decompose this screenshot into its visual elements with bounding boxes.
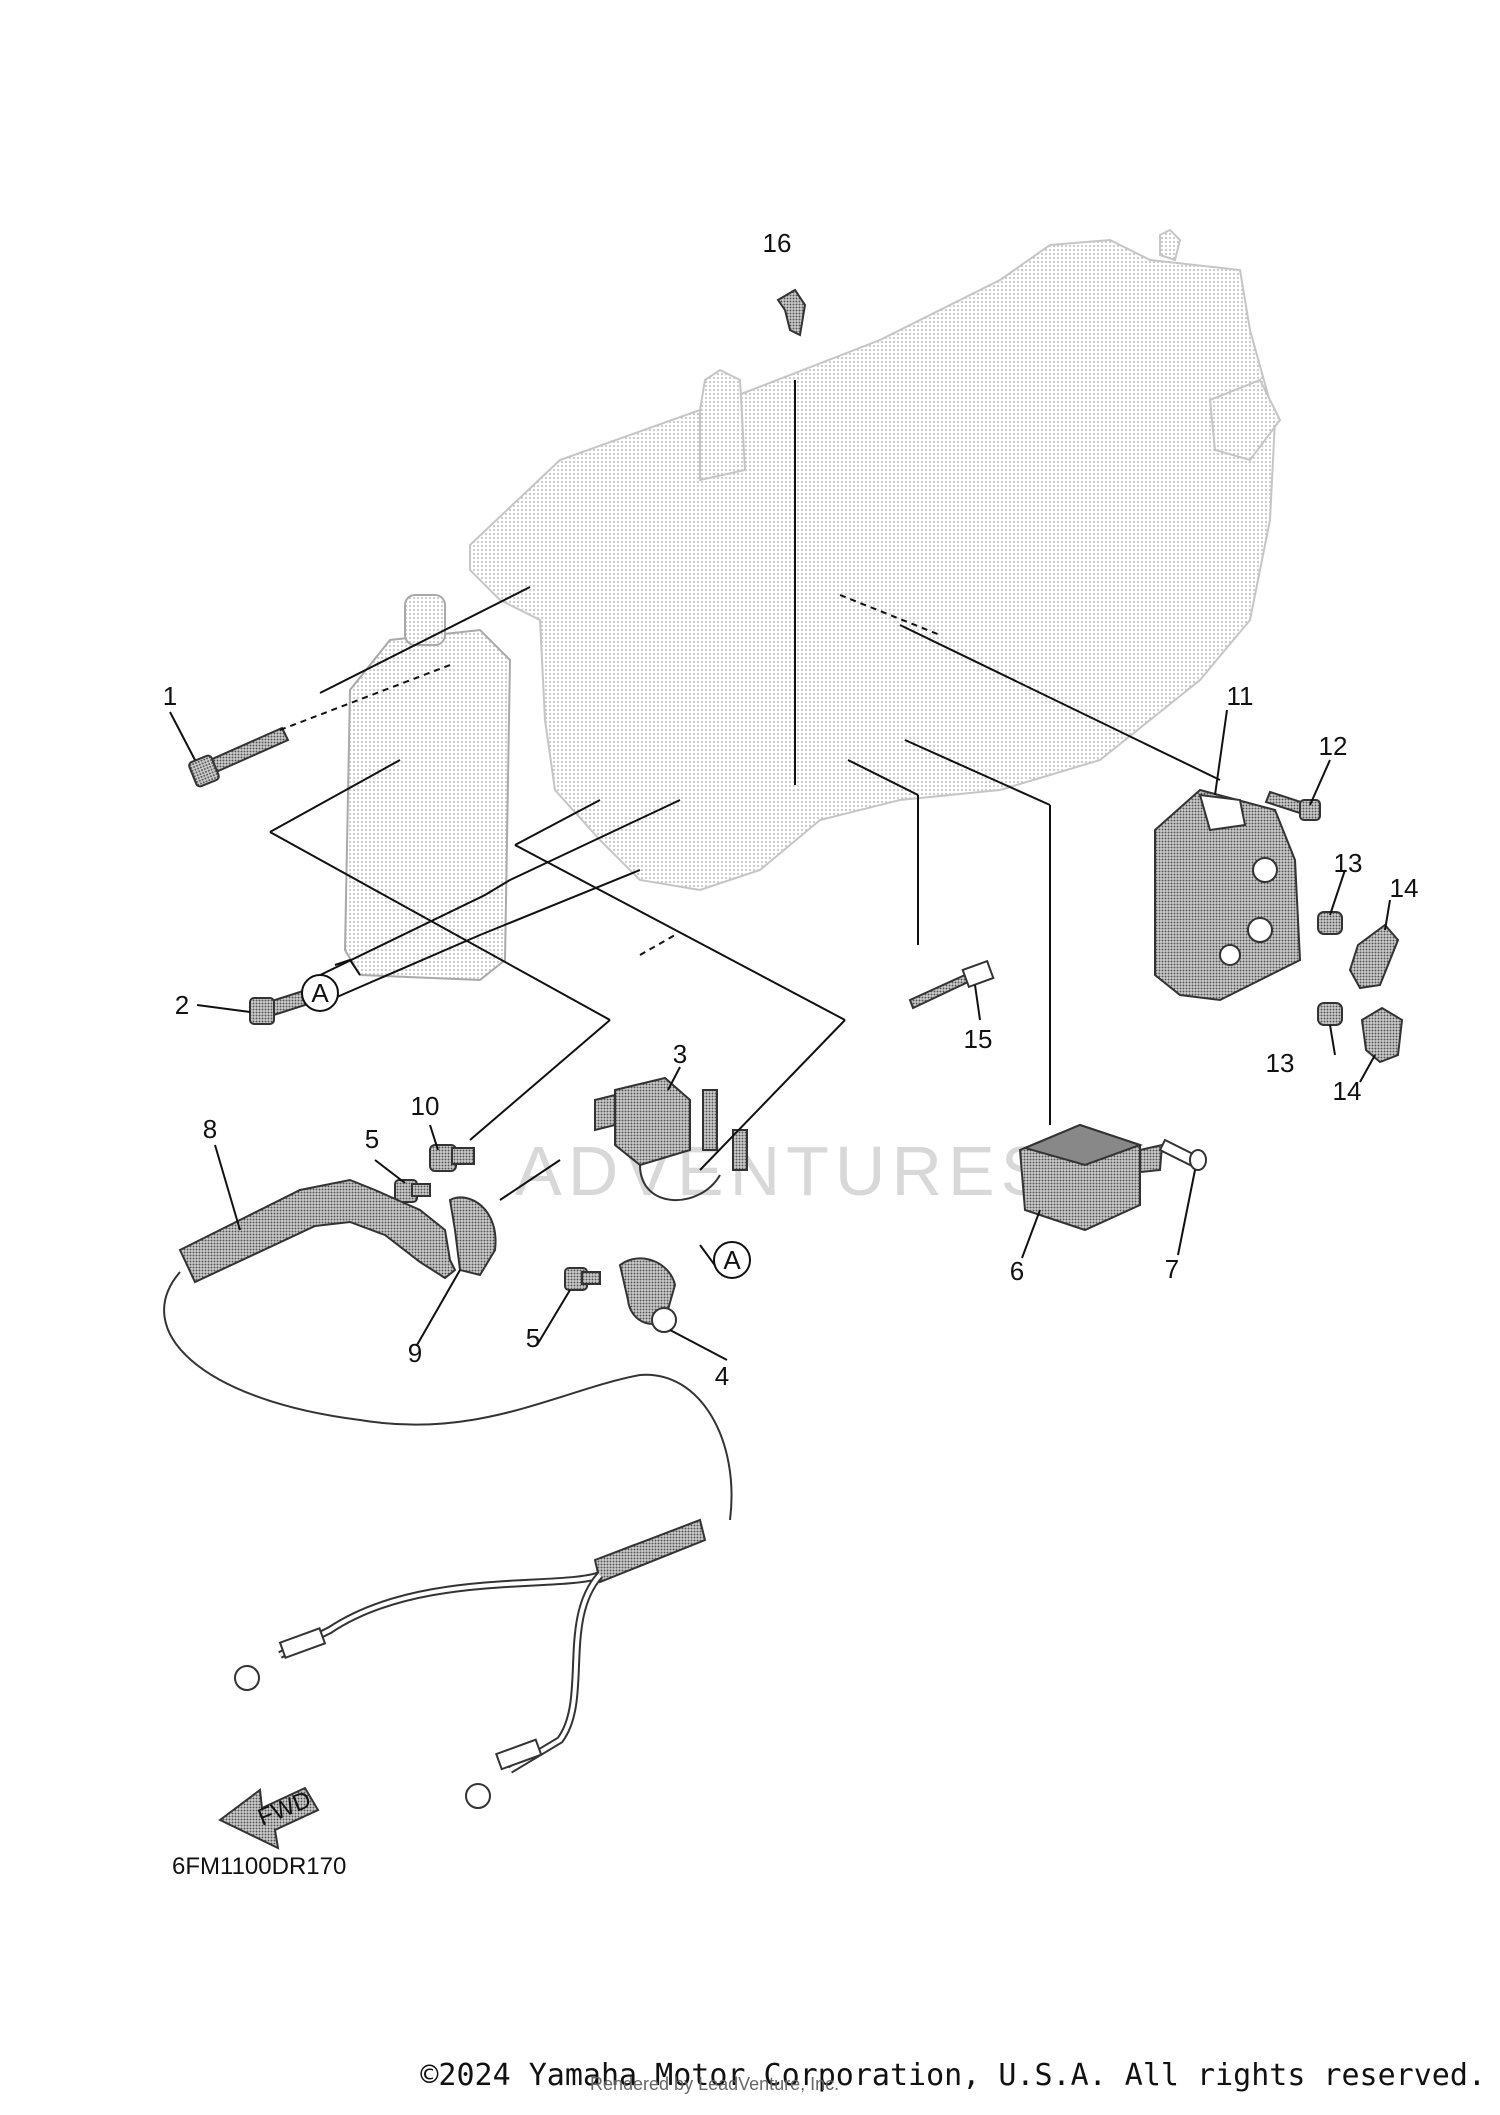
copyright-notice: ©2024 Yamaha Motor Corporation, U.S.A. A… xyxy=(420,2058,1486,2093)
callout-7: 7 xyxy=(1165,1254,1179,1284)
callout-13: 13 xyxy=(1266,1048,1295,1078)
callout-3: 3 xyxy=(673,1039,687,1069)
part-4-cap[interactable] xyxy=(618,1257,677,1333)
callout-14: 14 xyxy=(1333,1076,1362,1106)
callout-2: 2 xyxy=(175,990,189,1020)
part-13-bolt[interactable] xyxy=(1317,1002,1343,1026)
view-marker-a: A xyxy=(301,974,339,1012)
callout-14: 14 xyxy=(1390,873,1419,903)
callout-15: 15 xyxy=(964,1024,993,1054)
callout-12: 12 xyxy=(1319,731,1348,761)
part-14-cap[interactable] xyxy=(1360,1006,1404,1064)
engine-block xyxy=(469,228,1282,892)
callout-labels: 1 2 3 4 5 5 6 7 8 9 10 11 12 13 13 14 14… xyxy=(163,228,1419,1391)
part-3-module[interactable] xyxy=(594,1076,748,1202)
part-8-lead-wire[interactable] xyxy=(163,1178,733,1809)
part-11-regulator[interactable] xyxy=(1154,788,1302,1002)
callout-13: 13 xyxy=(1334,848,1363,878)
watermark: ADVENTURES xyxy=(515,1132,1053,1210)
leader-lines xyxy=(169,380,1391,1361)
callout-1: 1 xyxy=(163,681,177,711)
callout-4: 4 xyxy=(715,1361,729,1391)
callout-8: 8 xyxy=(203,1114,217,1144)
part-10-bolt[interactable] xyxy=(429,1144,475,1172)
part-15-cable-tie[interactable] xyxy=(908,959,995,1010)
callout-10: 10 xyxy=(411,1091,440,1121)
callout-9: 9 xyxy=(408,1338,422,1368)
part-5-bolt[interactable] xyxy=(394,1179,431,1203)
callout-5: 5 xyxy=(365,1124,379,1154)
view-marker-a: A xyxy=(713,1241,751,1279)
svg-text:ADVENTURES: ADVENTURES xyxy=(515,1132,1053,1210)
part-12-bolt[interactable] xyxy=(1264,790,1321,821)
part-7-screw[interactable] xyxy=(1158,1138,1207,1171)
part-14-cap[interactable] xyxy=(1348,923,1400,990)
part-1-bolt[interactable] xyxy=(188,726,290,788)
svg-text:A: A xyxy=(723,1245,741,1275)
svg-text:A: A xyxy=(311,978,329,1008)
rendered-by-note: Rendered by LeadVenture, Inc. xyxy=(590,2074,840,2094)
callout-16: 16 xyxy=(763,228,792,258)
fwd-arrow: FWD xyxy=(218,1786,320,1850)
part-13-bolt[interactable] xyxy=(1317,911,1343,935)
part-6-relay[interactable] xyxy=(1018,1123,1164,1232)
part-16-clip[interactable] xyxy=(776,288,807,337)
diagram-reference-code: 6FM1100DR170 xyxy=(172,1853,346,1880)
callout-11: 11 xyxy=(1227,681,1254,711)
callout-6: 6 xyxy=(1010,1256,1024,1286)
callout-5: 5 xyxy=(526,1323,540,1353)
hidden-lines xyxy=(279,594,941,956)
part-5-bolt[interactable] xyxy=(564,1267,601,1291)
ignition-coil[interactable] xyxy=(343,594,512,982)
